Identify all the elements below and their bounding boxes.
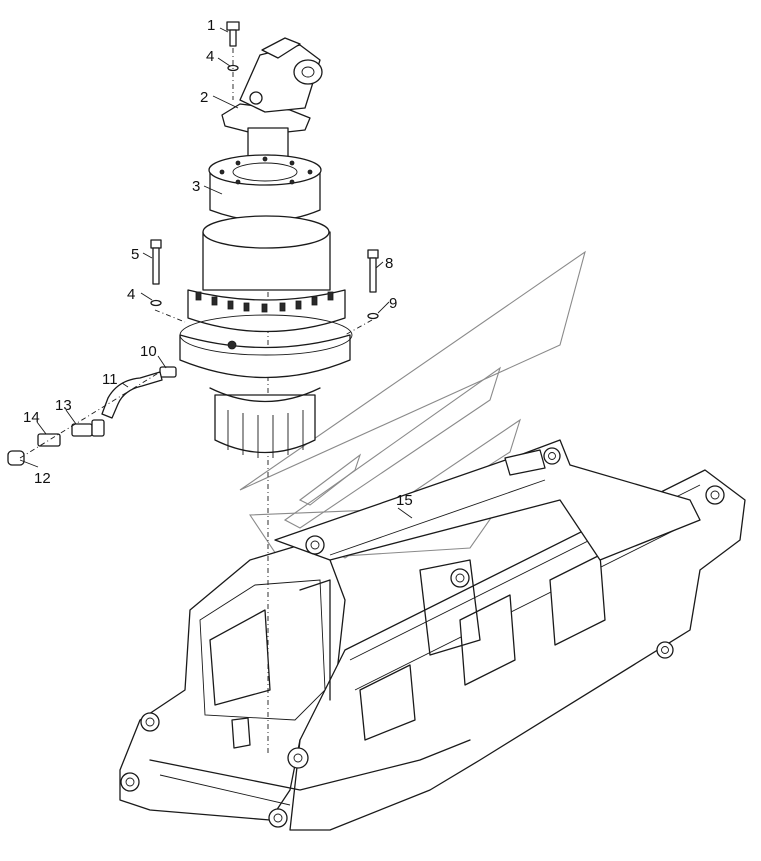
callout-2: 2 — [200, 89, 208, 106]
axis-line-left — [154, 309, 186, 323]
bolt-part-1 — [226, 21, 240, 47]
callout-10: 10 — [140, 343, 157, 360]
callout-13: 13 — [55, 397, 72, 414]
fitting-part-14 — [37, 433, 61, 447]
leader-lines — [19, 27, 413, 519]
callout-4-left: 4 — [127, 286, 135, 303]
axis-line-right — [344, 319, 373, 336]
watermark-logo — [239, 250, 586, 561]
callout-5: 5 — [131, 246, 139, 263]
callout-3: 3 — [192, 178, 200, 195]
swing-gearbox-housing — [179, 215, 353, 379]
fitting-part-10 — [159, 366, 177, 378]
bolt-part-8 — [367, 249, 379, 293]
hydraulic-motor-part-2 — [221, 37, 323, 166]
callout-12: 12 — [34, 470, 51, 487]
callout-9: 9 — [389, 295, 397, 312]
gearbox-ring-part-3 — [208, 154, 322, 222]
callout-15: 15 — [396, 492, 413, 509]
callout-1: 1 — [207, 17, 215, 34]
main-frame-part-15 — [119, 439, 746, 831]
pinion-gear — [209, 387, 321, 458]
housing-bolt-row — [195, 291, 334, 313]
washer-part-9 — [367, 312, 379, 320]
bolt-part-5 — [150, 239, 162, 285]
callouts: 1 2 3 4 4 5 8 9 10 11 12 13 14 15 — [23, 17, 413, 509]
callout-4-top: 4 — [206, 48, 214, 65]
cap-part-12 — [7, 450, 25, 466]
fitting-part-13 — [71, 419, 105, 437]
washer-part-4-left — [150, 299, 162, 307]
callout-11: 11 — [102, 371, 118, 388]
callout-8: 8 — [385, 255, 393, 272]
callout-14: 14 — [23, 409, 40, 426]
fitting-axis-line — [19, 371, 161, 459]
hose-part-11 — [101, 371, 163, 419]
